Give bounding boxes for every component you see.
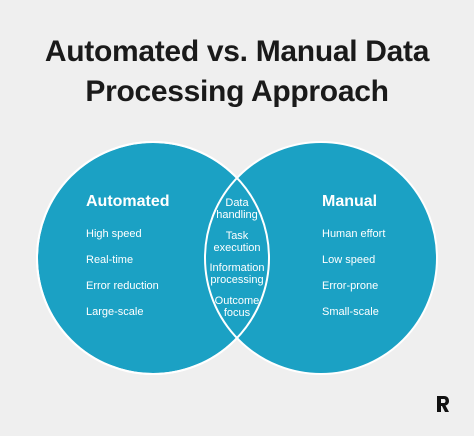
page-title: Automated vs. Manual Data Processing App… bbox=[0, 32, 474, 112]
automated-heading: Automated bbox=[86, 193, 170, 210]
overlap-item: Information processing bbox=[209, 262, 265, 286]
title-line-1: Automated vs. Manual Data bbox=[44, 35, 430, 68]
manual-circle bbox=[204, 141, 438, 375]
automated-circle-outline bbox=[36, 141, 270, 375]
automated-item: High speed bbox=[86, 228, 142, 240]
manual-item: Small-scale bbox=[322, 306, 379, 318]
automated-item: Large-scale bbox=[86, 306, 144, 318]
manual-heading: Manual bbox=[322, 193, 378, 210]
overlap-item: Task execution bbox=[213, 230, 261, 254]
overlap-item: Outcome focus bbox=[214, 295, 260, 319]
overlap-item: Data handling bbox=[216, 197, 258, 221]
automated-item: Real-time bbox=[86, 254, 134, 266]
manual-item: Error-prone bbox=[322, 280, 379, 292]
manual-item: Human effort bbox=[322, 228, 386, 240]
title-line-2: Processing Approach bbox=[85, 75, 389, 108]
brand-r-logo-icon bbox=[437, 396, 449, 412]
automated-item: Error reduction bbox=[86, 280, 159, 292]
manual-item: Low speed bbox=[322, 254, 376, 266]
